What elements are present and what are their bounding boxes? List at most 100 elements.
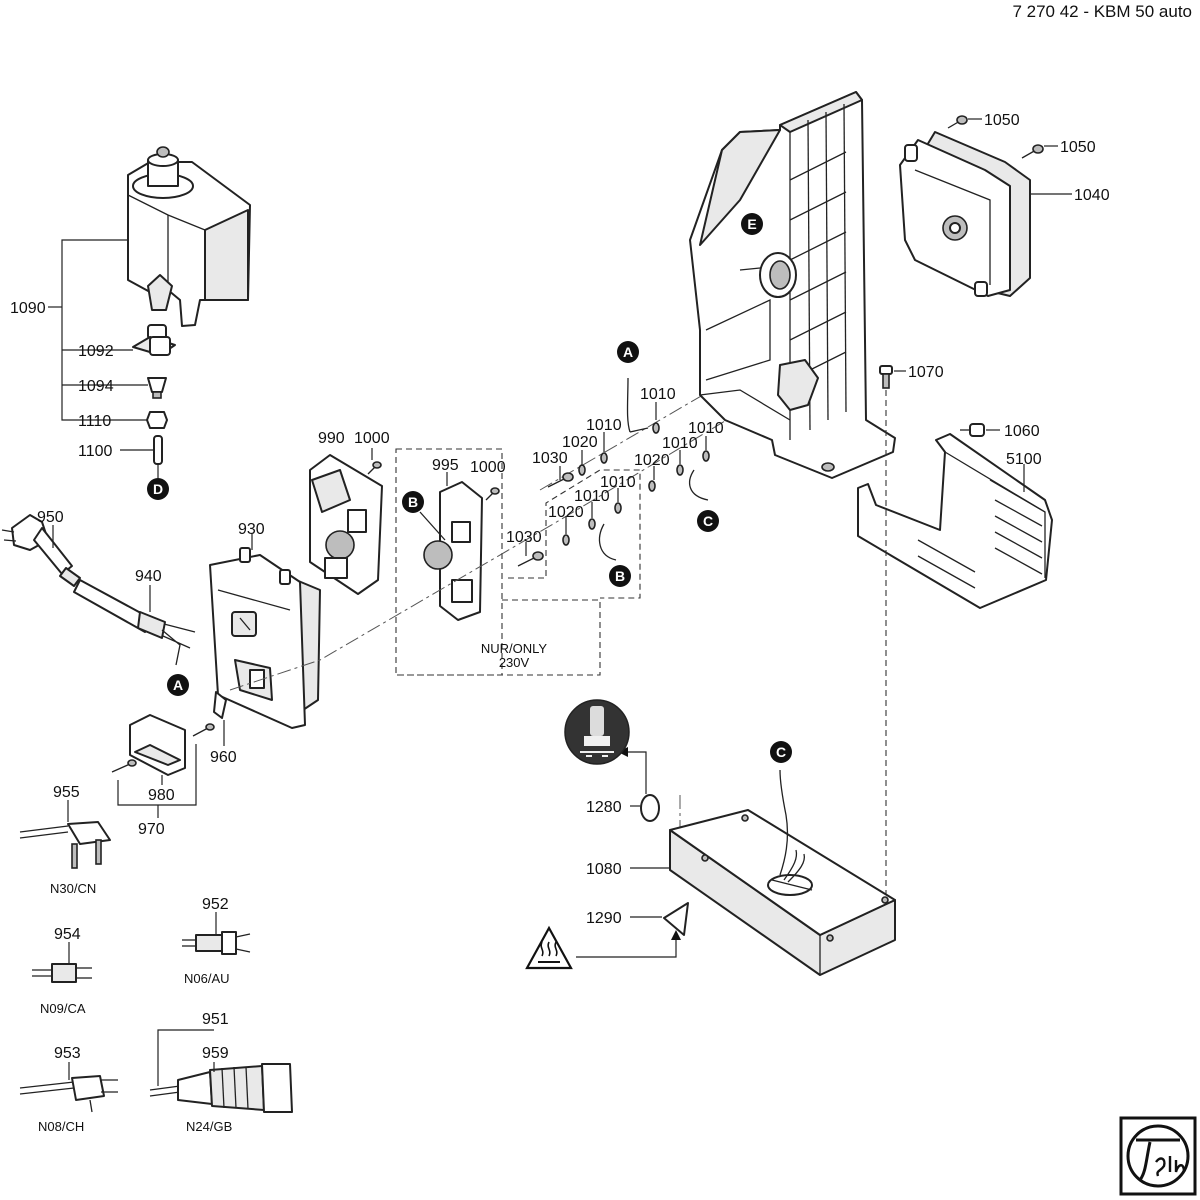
- screw-1050-b: [1021, 144, 1044, 159]
- marker-c-base: C: [770, 741, 792, 763]
- seal-1010-middle-a: [676, 464, 684, 476]
- label-1060: 1060: [1004, 423, 1040, 440]
- variant-n09-ca: N09/CA: [40, 1001, 86, 1016]
- screw-1060: [960, 423, 985, 437]
- coolant-tank-1090: [127, 146, 251, 327]
- screw-980-right: [192, 723, 215, 737]
- label-1030-upper: 1030: [532, 450, 568, 467]
- label-1000-b: 1000: [470, 459, 506, 476]
- plug-variant-952: [182, 931, 251, 955]
- label-1020-upper: 1020: [562, 434, 598, 451]
- label-1010-lower-a: 1010: [574, 488, 610, 505]
- label-1094: 1094: [78, 378, 114, 395]
- seal-1010-upper-b: [652, 422, 660, 434]
- screw-1030-lower: [517, 551, 544, 567]
- label-1090: 1090: [10, 300, 46, 317]
- plug-variant-954: [32, 963, 92, 983]
- electronics-board-995: [423, 481, 483, 621]
- main-housing: [689, 91, 896, 479]
- variant-n24-gb: N24/GB: [186, 1119, 232, 1134]
- label-940: 940: [135, 568, 162, 585]
- label-970: 970: [138, 821, 165, 838]
- switch-cap-980: [129, 714, 186, 776]
- screw-1050-a: [947, 115, 968, 129]
- marker-b-board: B: [402, 491, 424, 513]
- label-1030-lower: 1030: [506, 529, 542, 546]
- label-1080: 1080: [586, 861, 622, 878]
- note-230v: 230V: [499, 655, 530, 670]
- label-1110: 1110: [78, 413, 111, 430]
- label-1010-upper-b: 1010: [640, 386, 676, 403]
- label-930: 930: [238, 521, 265, 538]
- label-980: 980: [148, 787, 175, 804]
- seal-1280: [640, 794, 660, 822]
- svg-text:D: D: [153, 481, 163, 497]
- label-1010-middle-b: 1010: [688, 420, 724, 437]
- label-1050-b: 1050: [1060, 139, 1096, 156]
- label-951: 951: [202, 1011, 229, 1028]
- svg-text:E: E: [747, 216, 756, 232]
- note-nur-only: NUR/ONLY: [481, 641, 548, 656]
- plug-variant-953: [19, 1075, 118, 1113]
- label-1020-middle: 1020: [634, 452, 670, 469]
- valve-1092: [132, 324, 176, 356]
- label-955: 955: [53, 784, 80, 801]
- label-1010-middle-a: 1010: [662, 435, 698, 452]
- label-990: 990: [318, 430, 345, 447]
- variant-n08-ch: N08/CH: [38, 1119, 84, 1134]
- screw-980-left: [111, 759, 137, 773]
- label-1280: 1280: [586, 799, 622, 816]
- svg-text:B: B: [408, 494, 418, 510]
- label-1070: 1070: [908, 364, 944, 381]
- svg-text:A: A: [623, 344, 633, 360]
- svg-text:B: B: [615, 568, 625, 584]
- label-954: 954: [54, 926, 81, 943]
- label-952: 952: [202, 896, 229, 913]
- motor-cover-1040: [899, 131, 1031, 297]
- marker-d: D: [147, 478, 169, 500]
- label-1290: 1290: [586, 910, 622, 927]
- svg-text:A: A: [173, 677, 183, 693]
- plug-variant-955: [19, 821, 111, 869]
- seal-1010-lower-b: [614, 502, 622, 514]
- seal-1010-upper-a: [600, 452, 608, 464]
- svg-text:C: C: [776, 744, 786, 760]
- guard-5100: [857, 433, 1053, 609]
- label-1010-upper-a: 1010: [586, 417, 622, 434]
- marker-c-chain: C: [697, 510, 719, 532]
- screw-1000-b: [485, 487, 500, 501]
- plug-variant-959: [149, 1063, 293, 1113]
- marker-e: E: [741, 213, 763, 235]
- marker-b-chain: B: [609, 565, 631, 587]
- seal-1020-middle: [648, 480, 656, 492]
- label-1010-lower-b: 1010: [600, 474, 636, 491]
- marker-a-cord: A: [167, 674, 189, 696]
- screw-1070: [879, 365, 893, 389]
- label-953: 953: [54, 1045, 81, 1062]
- seal-1020-upper: [578, 464, 586, 476]
- pin-1100: [153, 435, 163, 465]
- electronics-board-990: [309, 454, 383, 595]
- power-cord-950: [1, 514, 196, 666]
- label-1020-lower: 1020: [548, 504, 584, 521]
- label-1092: 1092: [78, 343, 114, 360]
- label-960: 960: [210, 749, 237, 766]
- seal-1020-lower: [562, 534, 570, 546]
- label-950: 950: [37, 509, 64, 526]
- diagram-title: 7 270 42 - KBM 50 auto: [1012, 2, 1192, 21]
- label-1050-a: 1050: [984, 112, 1020, 129]
- label-995: 995: [432, 457, 459, 474]
- label-5100: 5100: [1006, 451, 1042, 468]
- label-1040: 1040: [1074, 187, 1110, 204]
- seal-1010-lower-a: [588, 518, 596, 530]
- magnet-base-1080: [669, 809, 896, 976]
- label-1100: 1100: [78, 443, 113, 460]
- screw-1000-a: [367, 461, 382, 475]
- svg-text:C: C: [703, 513, 713, 529]
- marker-a-chain: A: [617, 341, 639, 363]
- fein-logo-icon: [1119, 1116, 1197, 1196]
- warning-hot-surface-icon: [525, 925, 573, 970]
- label-1000-a: 1000: [354, 430, 390, 447]
- clip-960: [213, 691, 227, 719]
